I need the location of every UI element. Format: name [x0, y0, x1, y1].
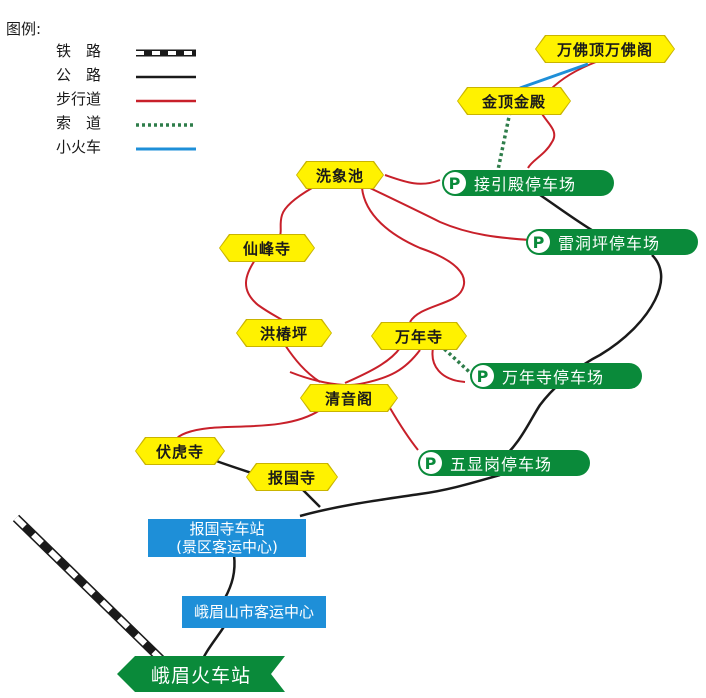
- legend-label-railway: 铁 路: [56, 42, 102, 60]
- legend-label-road: 公 路: [56, 66, 102, 84]
- mini-train-line: [519, 62, 589, 90]
- road-wuxiangang-wanniansi: [497, 254, 663, 463]
- road-baoguo-wuxiangang: [299, 473, 501, 518]
- parking-icon: P: [420, 452, 442, 474]
- trail-wannian-qingyin: [344, 347, 401, 384]
- parking-jieyindian[interactable]: P 接引殿停车场: [442, 170, 614, 196]
- parking-label-leidongping: 雷洞坪停车场: [558, 234, 661, 253]
- trail-legend-icon: [136, 99, 196, 103]
- trail-jinding-jieyindian: [527, 109, 556, 169]
- trail-hongchun-qingyin: [284, 344, 321, 383]
- legend-label-train: 小火车: [56, 138, 102, 156]
- parking-wanniansi[interactable]: P 万年寺停车场: [470, 363, 642, 389]
- railway-legend-icon: [136, 49, 196, 57]
- parking-icon: P: [444, 172, 466, 194]
- cableway-wannian: [438, 343, 478, 380]
- train-station[interactable]: 峨眉火车站: [117, 656, 285, 692]
- cableway-legend-icon: [136, 123, 196, 127]
- spot-wanfo[interactable]: 万佛顶万佛阁: [536, 36, 674, 62]
- station-baoguo-line1: 报国寺车站: [189, 520, 265, 538]
- trail-qingyin-fuhu: [175, 409, 321, 441]
- spot-qingyinge[interactable]: 清音阁: [301, 385, 397, 411]
- legend-item-railway: 铁 路: [56, 40, 206, 64]
- spot-wanniansi[interactable]: 万年寺: [372, 323, 466, 349]
- parking-label-jieyindian: 接引殿停车场: [474, 175, 577, 194]
- station-baoguo-line2: (景区客运中心): [176, 538, 278, 556]
- legend-item-train: 小火车: [56, 136, 206, 160]
- spot-hongchunping[interactable]: 洪椿坪: [237, 320, 331, 346]
- road-legend-icon: [136, 75, 196, 79]
- legend-label-cableway: 索 道: [56, 114, 102, 132]
- trail-xixiangchi-right: [384, 174, 441, 185]
- station-baoguo[interactable]: 报国寺车站 (景区客运中心): [148, 519, 306, 557]
- cableway-lines: [438, 111, 512, 380]
- spot-baoguosi[interactable]: 报国寺: [247, 464, 337, 490]
- train-legend-icon: [136, 147, 196, 151]
- trail-xixiangchi-xianfeng: [274, 187, 313, 241]
- parking-icon: P: [472, 365, 494, 387]
- trail-xixiangchi-leidongping: [369, 187, 531, 241]
- road-leidongping-jieyindian: [539, 193, 596, 234]
- parking-label-wanniansi: 万年寺停车场: [502, 368, 605, 387]
- road-emeishan-baoguo: [223, 554, 236, 599]
- spot-fuhusi[interactable]: 伏虎寺: [136, 438, 224, 464]
- trail-xixiangchi-wannian: [361, 187, 465, 323]
- trail-xianfeng-hongchun: [245, 259, 286, 323]
- legend-item-cableway: 索 道: [56, 112, 206, 136]
- train-station-label: 峨眉火车站: [150, 664, 251, 687]
- station-emeishan-label: 峨眉山市客运中心: [193, 603, 314, 621]
- station-emeishan[interactable]: 峨眉山市客运中心: [182, 596, 326, 628]
- legend-item-road: 公 路: [56, 64, 206, 88]
- legend-item-trail: 步行道: [56, 88, 206, 112]
- railway-line: [12, 514, 174, 672]
- spot-xianfengsi[interactable]: 仙峰寺: [220, 235, 314, 261]
- trail-qingyin-wuxian: [389, 407, 419, 451]
- parking-wuxiangang[interactable]: P 五显岗停车场: [418, 450, 590, 476]
- trail-qingyin-loop: [289, 349, 421, 387]
- legend-title: 图例:: [6, 20, 42, 38]
- parking-icon: P: [528, 231, 550, 253]
- legend-label-trail: 步行道: [56, 90, 102, 108]
- spot-xixiangchi[interactable]: 洗象池: [297, 162, 383, 188]
- parking-leidongping[interactable]: P 雷洞坪停车场: [526, 229, 698, 255]
- parking-label-wuxiangang: 五显岗停车场: [450, 455, 553, 474]
- trail-wannian-parking: [431, 347, 466, 383]
- cableway-jinding: [496, 111, 512, 171]
- spot-jinding[interactable]: 金顶金殿: [458, 88, 570, 114]
